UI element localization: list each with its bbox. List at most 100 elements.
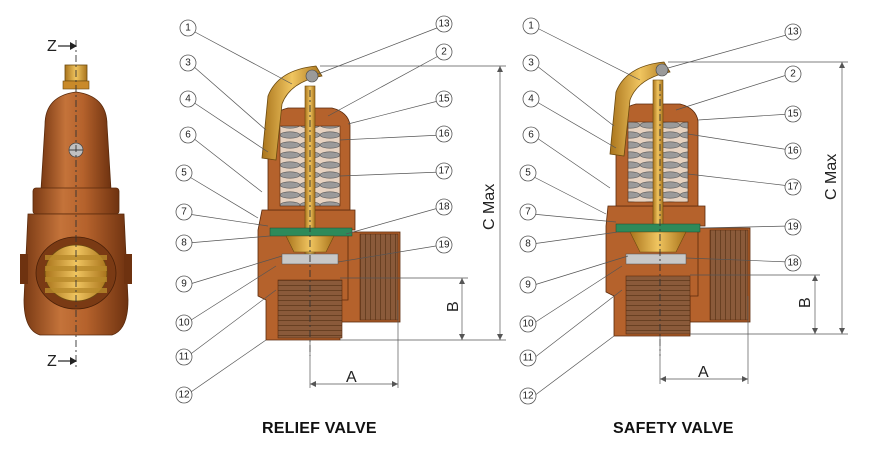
svg-text:7: 7 [181, 207, 187, 218]
svg-text:15: 15 [438, 94, 450, 105]
svg-text:17: 17 [787, 182, 799, 193]
callout-relief-5: 5 [175, 164, 193, 182]
section-mark-top: Z [47, 38, 57, 55]
svg-text:7: 7 [525, 207, 531, 218]
callout-safety-13: 13 [784, 23, 802, 41]
svg-text:12: 12 [178, 390, 190, 401]
svg-text:6: 6 [185, 130, 191, 141]
svg-text:3: 3 [185, 58, 191, 69]
callout-relief-1: 1 [179, 19, 197, 37]
svg-text:2: 2 [790, 69, 796, 80]
svg-text:1: 1 [185, 23, 191, 34]
svg-text:5: 5 [181, 168, 187, 179]
svg-text:16: 16 [787, 146, 799, 157]
relief-dim-a: A [346, 369, 357, 386]
relief-valve-title: RELIEF VALVE [262, 420, 377, 437]
svg-text:9: 9 [525, 280, 531, 291]
relief-lever [261, 65, 323, 161]
callout-relief-13: 13 [435, 15, 453, 33]
callout-safety-15: 15 [784, 105, 802, 123]
arrow-right-icon [58, 42, 77, 50]
safety-leaders [531, 27, 791, 397]
callout-safety-18: 18 [784, 254, 802, 272]
callout-safety-9: 9 [519, 276, 537, 294]
svg-text:11: 11 [179, 352, 190, 363]
callout-relief-3: 3 [179, 54, 197, 72]
callout-safety-11: 11 [519, 349, 537, 367]
svg-text:13: 13 [787, 27, 799, 38]
arrow-right-icon [58, 357, 77, 365]
callout-relief-4: 4 [179, 90, 197, 108]
safety-dimensions: A B C Max [659, 61, 848, 384]
svg-text:10: 10 [522, 319, 534, 330]
svg-text:2: 2 [441, 47, 447, 58]
callout-safety-2: 2 [784, 65, 802, 83]
svg-text:16: 16 [438, 129, 450, 140]
callout-relief-9: 9 [175, 275, 193, 293]
svg-text:19: 19 [787, 222, 799, 233]
relief-dim-c: C Max [481, 184, 498, 230]
relief-callouts: 1 3 4 6 5 7 8 9 10 11 12 13 2 15 16 17 1… [175, 15, 453, 404]
relief-leaders [187, 25, 443, 395]
callout-safety-3: 3 [522, 54, 540, 72]
callout-relief-2: 2 [435, 43, 453, 61]
callout-safety-17: 17 [784, 178, 802, 196]
callout-relief-18: 18 [435, 198, 453, 216]
callout-safety-4: 4 [522, 90, 540, 108]
safety-dim-c: C Max [823, 154, 840, 200]
callout-relief-10: 10 [175, 314, 193, 332]
section-mark-bottom: Z [47, 353, 57, 370]
svg-text:5: 5 [525, 168, 531, 179]
svg-text:6: 6 [528, 130, 534, 141]
svg-text:18: 18 [787, 258, 799, 269]
safety-valve-section [605, 61, 751, 356]
callout-relief-16: 16 [435, 125, 453, 143]
safety-lever [609, 61, 671, 157]
external-view: Z Z [20, 38, 132, 370]
svg-text:15: 15 [787, 109, 799, 120]
safety-seal [615, 223, 701, 233]
safety-disc [629, 231, 687, 253]
callout-safety-10: 10 [519, 315, 537, 333]
svg-text:9: 9 [181, 279, 187, 290]
svg-text:4: 4 [185, 94, 191, 105]
safety-callouts: 1 3 4 6 5 7 8 9 10 11 12 13 2 15 16 17 1… [519, 17, 802, 405]
callout-relief-6: 6 [179, 126, 197, 144]
callout-safety-6: 6 [522, 126, 540, 144]
safety-valve-title: SAFETY VALVE [613, 420, 734, 437]
callout-relief-15: 15 [435, 90, 453, 108]
callout-relief-11: 11 [175, 348, 193, 366]
svg-text:3: 3 [528, 58, 534, 69]
callout-relief-7: 7 [175, 203, 193, 221]
callout-safety-1: 1 [522, 17, 540, 35]
svg-text:11: 11 [523, 353, 534, 364]
safety-dim-b: B [797, 297, 814, 308]
callout-safety-5: 5 [519, 164, 537, 182]
svg-text:1: 1 [528, 21, 534, 32]
callout-safety-19: 19 [784, 218, 802, 236]
svg-text:10: 10 [178, 318, 190, 329]
callout-safety-16: 16 [784, 142, 802, 160]
svg-text:18: 18 [438, 202, 450, 213]
svg-text:8: 8 [525, 239, 531, 250]
callout-safety-8: 8 [519, 235, 537, 253]
relief-dim-b: B [445, 301, 462, 312]
callout-relief-17: 17 [435, 162, 453, 180]
outlet-thread [359, 233, 399, 321]
svg-text:19: 19 [438, 240, 450, 251]
relief-valve-section [257, 65, 401, 356]
callout-relief-8: 8 [175, 234, 193, 252]
relief-dimensions: A B C Max [309, 65, 506, 388]
svg-text:4: 4 [528, 94, 534, 105]
safety-dim-a: A [698, 364, 709, 381]
safety-inlet-thread [625, 275, 691, 335]
callout-safety-12: 12 [519, 387, 537, 405]
svg-text:13: 13 [438, 19, 450, 30]
callout-relief-12: 12 [175, 386, 193, 404]
svg-text:12: 12 [522, 391, 534, 402]
callout-relief-19: 19 [435, 236, 453, 254]
callout-safety-7: 7 [519, 203, 537, 221]
svg-text:17: 17 [438, 166, 450, 177]
